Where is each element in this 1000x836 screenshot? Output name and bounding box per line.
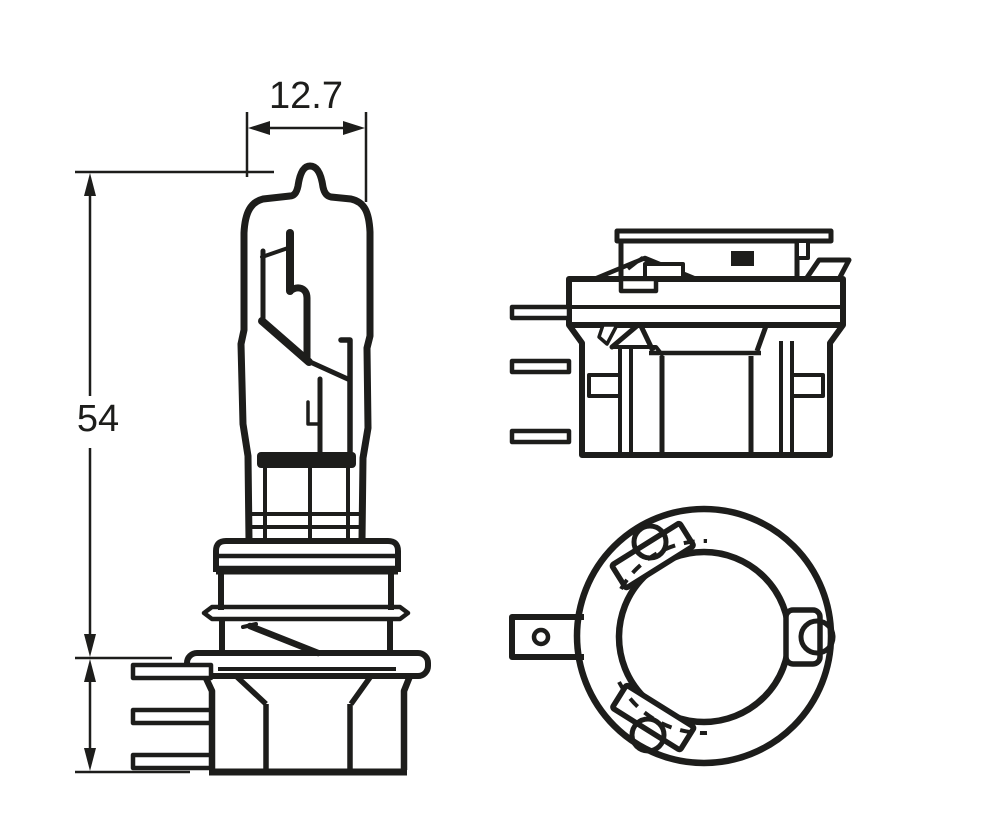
base-outer-walls <box>202 674 414 770</box>
side-pin-3 <box>509 428 572 445</box>
width-dimension-label: 12.7 <box>269 75 343 117</box>
socket-recess <box>638 324 769 353</box>
side-pin-2 <box>509 358 572 375</box>
keying-quad <box>597 323 619 346</box>
alignment-lugs <box>629 523 836 754</box>
contact-pin-1 <box>130 662 214 681</box>
flange-band <box>566 276 846 328</box>
right-notch <box>795 239 810 260</box>
right-window <box>790 373 825 398</box>
side-contact-pins <box>509 304 572 445</box>
glass-outline <box>237 162 374 544</box>
contact-pins <box>130 662 214 771</box>
arrow-down-icon <box>84 748 96 771</box>
arrow-down-icon <box>84 634 96 657</box>
arrow-left-icon <box>248 121 270 135</box>
filament-hook <box>286 284 311 363</box>
blade-hole <box>531 627 551 647</box>
lead-wires <box>263 468 350 540</box>
lug-right <box>798 618 836 656</box>
support-bridge <box>260 246 290 259</box>
contact-pin-2 <box>130 707 214 726</box>
lug-top-left <box>631 523 669 561</box>
lead-wire-right <box>338 337 353 455</box>
filament-link <box>305 358 353 383</box>
height-dimension-label: 54 <box>77 398 119 440</box>
lower-housing-outline <box>566 323 846 458</box>
base-center-box <box>263 704 353 770</box>
neck-walls <box>218 574 394 610</box>
glass-envelope <box>237 162 374 544</box>
orientation-mark-diagonal <box>246 622 322 657</box>
support-diagonal <box>258 317 313 366</box>
bottom-view <box>509 505 836 767</box>
housing-inner-ribs <box>618 341 794 455</box>
bulb-base <box>184 538 431 776</box>
arrow-up-icon <box>84 659 96 682</box>
height-dimension: 54 <box>75 170 274 774</box>
side-pin-1 <box>509 304 572 321</box>
pinch-seal-band <box>257 452 356 468</box>
contact-pin-3 <box>130 752 214 771</box>
front-view: 54 12.7 <box>75 75 431 776</box>
side-view <box>509 228 852 458</box>
seating-flange <box>184 650 431 679</box>
lug-bottom-left <box>629 716 667 754</box>
contact-window <box>731 251 754 266</box>
arrow-up-icon <box>84 173 96 196</box>
collar-ring <box>213 538 401 572</box>
mid-flange <box>201 604 411 622</box>
socket-cavity-walls <box>659 356 754 455</box>
base-funnel <box>234 673 374 707</box>
skirt-walls <box>219 621 393 653</box>
collar-rib-lines <box>216 553 398 571</box>
filament-assembly <box>258 229 353 455</box>
glass-seal-lines <box>250 512 362 529</box>
width-dimension: 12.7 <box>245 75 368 202</box>
lead-wire-jog <box>306 400 321 426</box>
keying-diagonal <box>609 322 641 350</box>
arrow-right-icon <box>343 121 365 135</box>
flange-notch <box>618 276 659 294</box>
left-window <box>587 373 622 398</box>
